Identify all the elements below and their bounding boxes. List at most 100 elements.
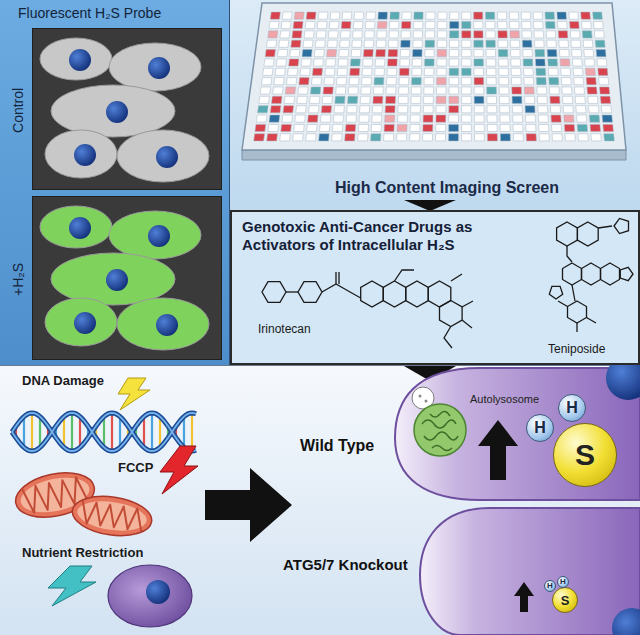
plate-well: [268, 124, 279, 131]
plate-well: [309, 106, 319, 113]
plate-well: [302, 50, 312, 57]
plate-well: [474, 50, 483, 57]
cell: [117, 130, 209, 182]
plate-well: [573, 68, 583, 75]
plate-well: [345, 124, 355, 131]
plate-well: [449, 50, 458, 57]
plate-well: [583, 40, 593, 47]
ring: [563, 263, 582, 285]
plate-well: [378, 12, 387, 19]
plate-well: [499, 87, 509, 94]
plate-well: [558, 21, 568, 28]
plate-well: [423, 115, 433, 122]
plate-well: [474, 59, 483, 66]
plate-well: [510, 31, 519, 38]
plate-well: [523, 59, 533, 66]
genotype-label: Wild Type: [300, 436, 374, 455]
plate-well: [535, 59, 545, 66]
plate-well: [270, 106, 281, 113]
plate-well: [398, 96, 408, 103]
bond: [572, 285, 575, 301]
plate-well: [462, 124, 472, 131]
plate-well: [280, 134, 291, 141]
dna-rung: [191, 413, 193, 451]
plate-well: [269, 115, 280, 122]
plate-well: [318, 12, 328, 19]
plate-well: [399, 87, 409, 94]
plate-well: [545, 12, 555, 19]
plate-well: [535, 50, 545, 57]
plate-well: [423, 134, 433, 141]
dna-strand-highlight: [12, 413, 196, 451]
plate-well: [256, 115, 267, 122]
plate-well: [462, 31, 471, 38]
plate-well: [486, 68, 496, 75]
plate-well: [563, 106, 573, 113]
plate-well: [385, 106, 395, 113]
plate-well: [412, 59, 422, 66]
bond: [587, 318, 597, 324]
plate-well: [372, 115, 382, 122]
plate-well: [525, 115, 535, 122]
plate-well: [462, 134, 472, 141]
plate-well: [499, 96, 509, 103]
plate-well: [350, 59, 360, 66]
plate-well: [264, 59, 274, 66]
bond: [322, 284, 361, 298]
plate-well: [499, 68, 509, 75]
plate-well: [449, 106, 459, 113]
plate-well: [475, 134, 485, 141]
plate-well: [336, 78, 346, 85]
sulfur-atom: S: [552, 587, 578, 613]
bond: [338, 272, 339, 284]
plate-well: [283, 106, 293, 113]
cell-nucleus: [612, 608, 640, 635]
bond: [286, 291, 298, 292]
plate-well: [348, 96, 358, 103]
plate-well: [384, 124, 394, 131]
text-slot: H: [527, 415, 553, 441]
plate-well: [449, 59, 458, 66]
plate-well: [450, 12, 459, 19]
plate-well: [450, 21, 459, 28]
plate-well: [399, 68, 409, 75]
bond: [335, 272, 336, 284]
plate-well: [436, 106, 446, 113]
cell-illustration: [108, 565, 192, 627]
dna-strand-highlight: [12, 413, 196, 451]
plate-well: [332, 134, 342, 141]
plate-well: [564, 124, 574, 131]
bottom-background: [0, 365, 640, 635]
cells-illustration: [33, 29, 223, 191]
plate-well: [486, 40, 495, 47]
plate-well: [511, 68, 521, 75]
plate-well: [358, 134, 368, 141]
plate-well: [373, 96, 383, 103]
cell-nucleus: [106, 269, 128, 291]
lightning-bolt: [160, 446, 198, 494]
text-slot: H: [558, 577, 568, 587]
plate-well: [511, 78, 521, 85]
plate-well: [601, 106, 611, 113]
plate-well: [604, 134, 615, 141]
plate-well: [323, 87, 333, 94]
dna-rung: [79, 417, 81, 448]
plate-well: [320, 124, 330, 131]
plate-well: [303, 40, 313, 47]
text-slot: Nutrient Restriction: [22, 545, 143, 561]
ring: [440, 301, 463, 327]
text-slot: DNA Damage: [22, 373, 104, 389]
cell-nucleus: [74, 312, 96, 334]
ring: [568, 301, 587, 323]
plate-well: [268, 31, 278, 38]
plate-well: [498, 50, 508, 57]
plate-well: [340, 40, 350, 47]
plate-well: [320, 115, 330, 122]
cell: [109, 211, 201, 259]
plate-well: [424, 87, 434, 94]
compound-name: Teniposide: [548, 342, 605, 356]
plate-well: [397, 115, 407, 122]
plate-well: [332, 124, 342, 131]
plate-well: [462, 50, 471, 57]
